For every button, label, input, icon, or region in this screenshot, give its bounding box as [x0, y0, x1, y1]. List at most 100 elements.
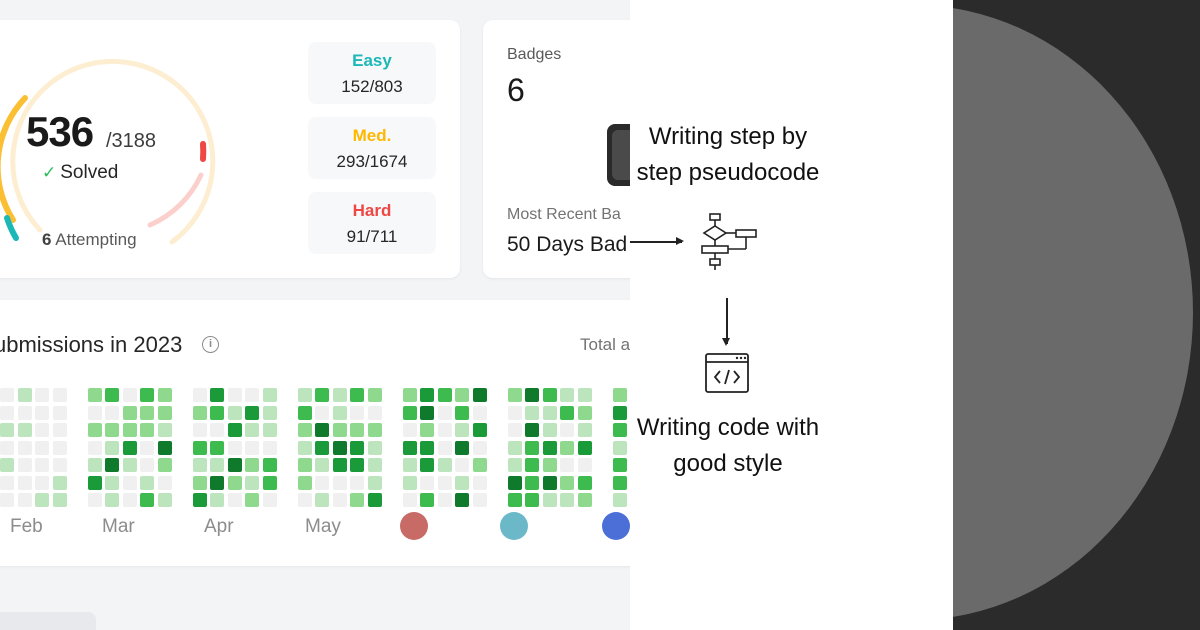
- heatmap-cell[interactable]: [35, 388, 49, 402]
- heatmap-cell[interactable]: [87, 405, 102, 420]
- heatmap-cell[interactable]: [122, 423, 137, 437]
- heatmap-cell[interactable]: [455, 440, 469, 455]
- heatmap-cell[interactable]: [437, 493, 452, 507]
- heatmap-cell[interactable]: [367, 423, 382, 437]
- heatmap-cell[interactable]: [542, 458, 557, 472]
- heatmap-cell[interactable]: [577, 440, 592, 455]
- heatmap-cell[interactable]: [437, 475, 452, 490]
- heatmap-cell[interactable]: [245, 423, 259, 437]
- heatmap-cell[interactable]: [227, 388, 242, 402]
- heatmap-cell[interactable]: [157, 405, 172, 420]
- heatmap-cell[interactable]: [612, 458, 627, 472]
- heatmap-cell[interactable]: [402, 493, 417, 507]
- heatmap-cell[interactable]: [0, 458, 14, 472]
- heatmap-cell[interactable]: [0, 405, 14, 420]
- heatmap-cell[interactable]: [542, 475, 557, 490]
- heatmap-cell[interactable]: [420, 423, 434, 437]
- heatmap-cell[interactable]: [297, 493, 312, 507]
- heatmap-cell[interactable]: [332, 405, 347, 420]
- heatmap-cell[interactable]: [297, 405, 312, 420]
- heatmap-cell[interactable]: [577, 475, 592, 490]
- heatmap-cell[interactable]: [350, 458, 364, 472]
- tab-pill[interactable]: [0, 612, 96, 630]
- heatmap-cell[interactable]: [35, 440, 49, 455]
- heatmap-cell[interactable]: [525, 458, 539, 472]
- heatmap-cell[interactable]: [105, 423, 119, 437]
- heatmap-cell[interactable]: [332, 423, 347, 437]
- heatmap-cell[interactable]: [35, 423, 49, 437]
- heatmap-cell[interactable]: [52, 423, 67, 437]
- heatmap-cell[interactable]: [612, 440, 627, 455]
- heatmap-cell[interactable]: [17, 405, 32, 420]
- heatmap-cell[interactable]: [262, 405, 277, 420]
- heatmap-cell[interactable]: [525, 423, 539, 437]
- heatmap-cell[interactable]: [210, 458, 224, 472]
- heatmap-cell[interactable]: [350, 423, 364, 437]
- heatmap-cell[interactable]: [315, 458, 329, 472]
- heatmap-cell[interactable]: [350, 388, 364, 402]
- heatmap-cell[interactable]: [472, 493, 487, 507]
- heatmap-cell[interactable]: [472, 388, 487, 402]
- heatmap-cell[interactable]: [420, 405, 434, 420]
- heatmap-cell[interactable]: [0, 493, 14, 507]
- heatmap-cell[interactable]: [105, 458, 119, 472]
- difficulty-easy[interactable]: Easy 152/803: [308, 42, 436, 104]
- heatmap-cell[interactable]: [210, 493, 224, 507]
- heatmap-cell[interactable]: [122, 388, 137, 402]
- heatmap-cell[interactable]: [367, 493, 382, 507]
- heatmap-cell[interactable]: [350, 475, 364, 490]
- heatmap-cell[interactable]: [525, 475, 539, 490]
- heatmap-cell[interactable]: [140, 458, 154, 472]
- heatmap-cell[interactable]: [455, 423, 469, 437]
- heatmap-cell[interactable]: [210, 388, 224, 402]
- heatmap-cell[interactable]: [35, 475, 49, 490]
- heatmap-cell[interactable]: [402, 475, 417, 490]
- heatmap-cell[interactable]: [17, 423, 32, 437]
- info-icon[interactable]: i: [202, 336, 219, 353]
- heatmap-cell[interactable]: [157, 388, 172, 402]
- heatmap-cell[interactable]: [612, 388, 627, 402]
- heatmap-cell[interactable]: [455, 475, 469, 490]
- heatmap-cell[interactable]: [52, 475, 67, 490]
- heatmap-cell[interactable]: [420, 440, 434, 455]
- heatmap-cell[interactable]: [402, 440, 417, 455]
- heatmap-cell[interactable]: [315, 475, 329, 490]
- heatmap-cell[interactable]: [315, 423, 329, 437]
- badge-icon[interactable]: [607, 124, 630, 186]
- heatmap-cell[interactable]: [210, 423, 224, 437]
- heatmap-cell[interactable]: [507, 475, 522, 490]
- heatmap-cell[interactable]: [245, 493, 259, 507]
- heatmap-cell[interactable]: [455, 388, 469, 402]
- heatmap-cell[interactable]: [52, 493, 67, 507]
- heatmap-cell[interactable]: [140, 440, 154, 455]
- heatmap-cell[interactable]: [612, 423, 627, 437]
- heatmap-cell[interactable]: [297, 440, 312, 455]
- heatmap-cell[interactable]: [507, 388, 522, 402]
- heatmap-cell[interactable]: [315, 388, 329, 402]
- heatmap-cell[interactable]: [122, 440, 137, 455]
- heatmap-cell[interactable]: [192, 493, 207, 507]
- heatmap-cell[interactable]: [245, 458, 259, 472]
- heatmap-cell[interactable]: [402, 405, 417, 420]
- difficulty-medium[interactable]: Med. 293/1674: [308, 117, 436, 179]
- heatmap-cell[interactable]: [420, 475, 434, 490]
- heatmap-cell[interactable]: [332, 440, 347, 455]
- heatmap-cell[interactable]: [122, 458, 137, 472]
- heatmap-cell[interactable]: [542, 388, 557, 402]
- heatmap-cell[interactable]: [35, 493, 49, 507]
- heatmap-cell[interactable]: [560, 388, 574, 402]
- heatmap-cell[interactable]: [367, 440, 382, 455]
- heatmap-cell[interactable]: [315, 493, 329, 507]
- heatmap-cell[interactable]: [455, 458, 469, 472]
- heatmap-cell[interactable]: [350, 405, 364, 420]
- heatmap-cell[interactable]: [105, 388, 119, 402]
- heatmap-cell[interactable]: [192, 405, 207, 420]
- heatmap-cell[interactable]: [612, 405, 627, 420]
- heatmap-cell[interactable]: [262, 475, 277, 490]
- heatmap-cell[interactable]: [542, 405, 557, 420]
- heatmap-cell[interactable]: [367, 388, 382, 402]
- heatmap-cell[interactable]: [52, 440, 67, 455]
- heatmap-cell[interactable]: [577, 405, 592, 420]
- heatmap-cell[interactable]: [525, 388, 539, 402]
- heatmap-cell[interactable]: [542, 440, 557, 455]
